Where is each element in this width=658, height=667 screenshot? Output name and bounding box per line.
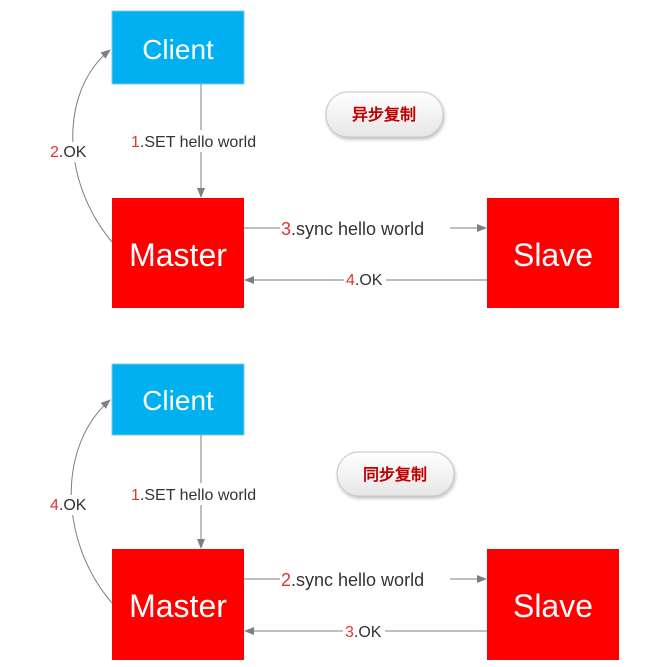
slave-box (487, 198, 619, 308)
step-3-number: 3 (345, 624, 354, 641)
step-1-label: 1.SET hello world (131, 134, 256, 151)
step-2-number: 2 (50, 144, 59, 161)
step-4-label: 4.OK (50, 497, 87, 514)
client-label: Client (142, 385, 214, 416)
mode-badge-label: 同步复制 (363, 465, 427, 484)
step-3-number: 3 (281, 219, 291, 239)
step-2-label: 2.sync hello world (281, 570, 424, 590)
async-replication-diagram: Client Master Slave 1.SET hello world 2.… (48, 10, 619, 308)
mode-badge (325, 91, 444, 138)
client-box (111, 10, 245, 85)
slave-label: Slave (513, 588, 593, 624)
master-label: Master (129, 588, 227, 624)
sync-replication-diagram: Client Master Slave 1.SET hello world 4.… (48, 363, 619, 660)
arrow-master-to-client (72, 49, 113, 243)
step-1-number: 1 (131, 134, 140, 151)
step-3-text: .OK (354, 624, 382, 641)
master-box (112, 198, 244, 308)
step-3-label: 3.OK (345, 624, 382, 641)
client-box (111, 363, 245, 436)
step-4-number: 4 (346, 272, 355, 289)
step-2-label: 2.OK (50, 144, 87, 161)
step-2-text: .OK (59, 144, 87, 161)
step-4-label: 4.OK (346, 272, 383, 289)
master-box (112, 549, 244, 660)
step-1-text: .SET hello world (140, 134, 256, 151)
step-3-text: .sync hello world (291, 219, 424, 239)
step-4-text: .OK (59, 497, 87, 514)
step-2-text: .sync hello world (291, 570, 424, 590)
step-1-text: .SET hello world (140, 487, 256, 504)
step-3-label: 3.sync hello world (281, 219, 424, 239)
client-label: Client (142, 34, 214, 65)
step-4-number: 4 (50, 497, 59, 514)
slave-box (487, 549, 619, 660)
step-4-text: .OK (355, 272, 383, 289)
arrow-master-to-client (70, 399, 113, 604)
step-2-number: 2 (281, 570, 291, 590)
slave-label: Slave (513, 237, 593, 273)
master-label: Master (129, 237, 227, 273)
step-1-number: 1 (131, 487, 140, 504)
mode-badge (336, 451, 455, 497)
step-1-label: 1.SET hello world (131, 487, 256, 504)
mode-badge-label: 异步复制 (352, 105, 416, 124)
